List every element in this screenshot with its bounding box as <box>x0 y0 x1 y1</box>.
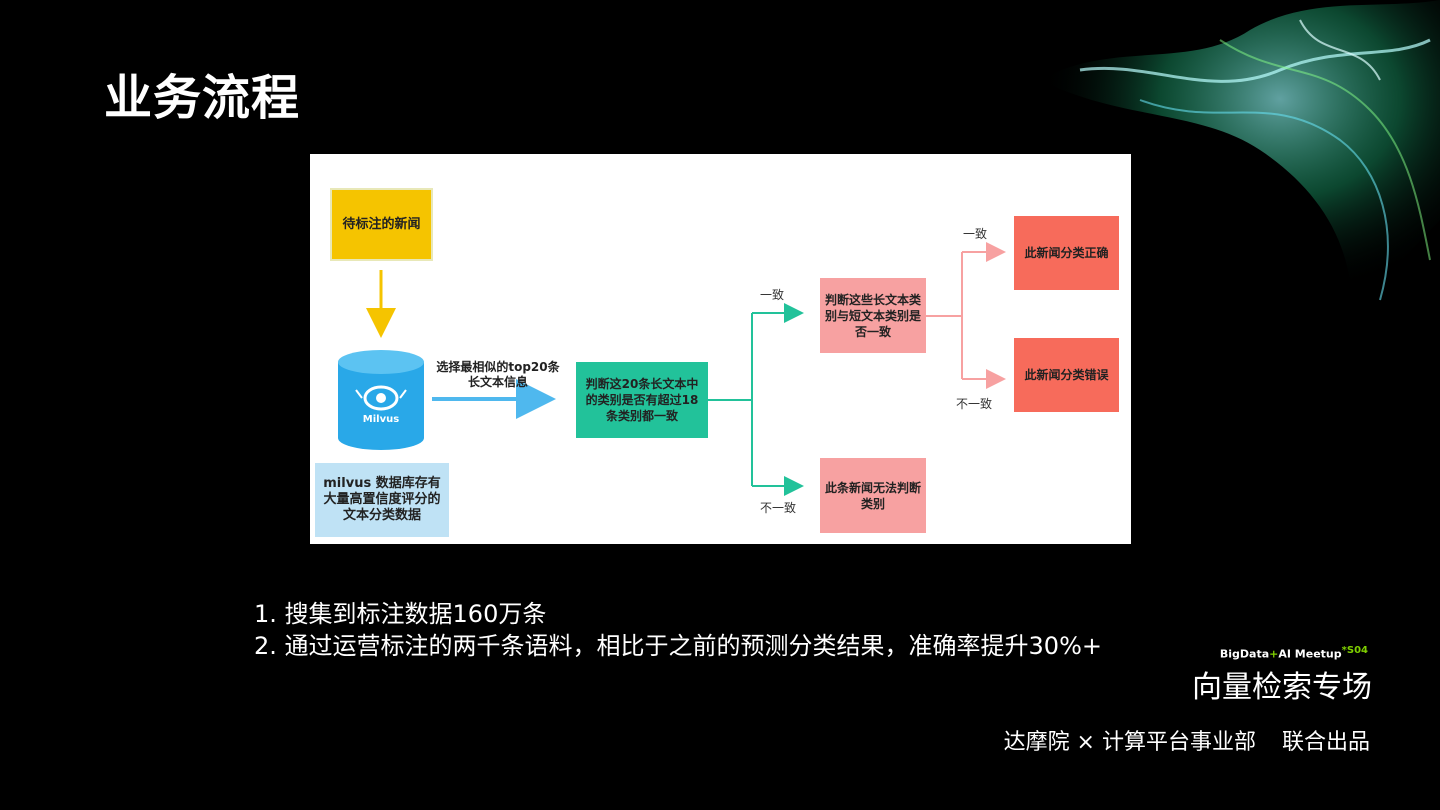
node-cannot-classify: 此条新闻无法判断类别 <box>820 458 926 533</box>
node-judge-long-short: 判断这些长文本类别与短文本类别是否一致 <box>820 278 926 353</box>
decorative-particle-art <box>1040 0 1440 330</box>
node-classify-correct: 此新闻分类正确 <box>1014 216 1119 290</box>
milvus-database-icon <box>338 350 424 450</box>
edge-label-consistent-1: 一致 <box>760 288 785 302</box>
edge-label-consistent-2: 一致 <box>963 227 988 241</box>
bullet-item-2: 2. 通过运营标注的两千条语料，相比于之前的预测分类结果，准确率提升30%+ <box>254 632 1102 660</box>
bullet-list: 1. 搜集到标注数据160万条 2. 通过运营标注的两千条语料，相比于之前的预测… <box>254 598 1102 662</box>
edge-label-select-top20: 选择最相似的top20条长文本信息 <box>436 360 560 389</box>
bullet-item-1: 1. 搜集到标注数据160万条 <box>254 600 547 628</box>
brand-main: BigData <box>1219 647 1270 661</box>
meetup-brand: BigData+AI Meetup*S04 <box>1220 645 1368 661</box>
brand-plus: + <box>1269 647 1279 661</box>
page-title: 业务流程 <box>104 70 301 126</box>
node-pending-news: 待标注的新闻 <box>330 188 433 261</box>
brand-ai: AI Meetup <box>1278 647 1342 661</box>
node-judge-top20: 判断这20条长文本中的类别是否有超过18条类别都一致 <box>576 362 708 438</box>
node-classify-wrong: 此新闻分类错误 <box>1014 338 1119 412</box>
edge-label-inconsistent-1: 不一致 <box>760 501 797 515</box>
brand-season: *S04 <box>1341 645 1368 656</box>
flowchart-panel: 待标注的新闻 Milvus milvus 数据库存有大量高置信度评分的文本分类数… <box>310 154 1131 544</box>
flowchart-connectors <box>338 242 1006 496</box>
footer-joint-credit: 达摩院 × 计算平台事业部联合出品 <box>1004 724 1370 756</box>
footer-subtitle: 向量检索专场 <box>1192 670 1372 705</box>
node-milvus-desc: milvus 数据库存有大量高置信度评分的文本分类数据 <box>315 463 449 537</box>
milvus-icon-label: Milvus <box>362 414 400 425</box>
joint-left: 达摩院 × 计算平台事业部 <box>1003 730 1256 755</box>
edge-label-inconsistent-2: 不一致 <box>956 397 993 411</box>
joint-right: 联合出品 <box>1281 730 1370 755</box>
